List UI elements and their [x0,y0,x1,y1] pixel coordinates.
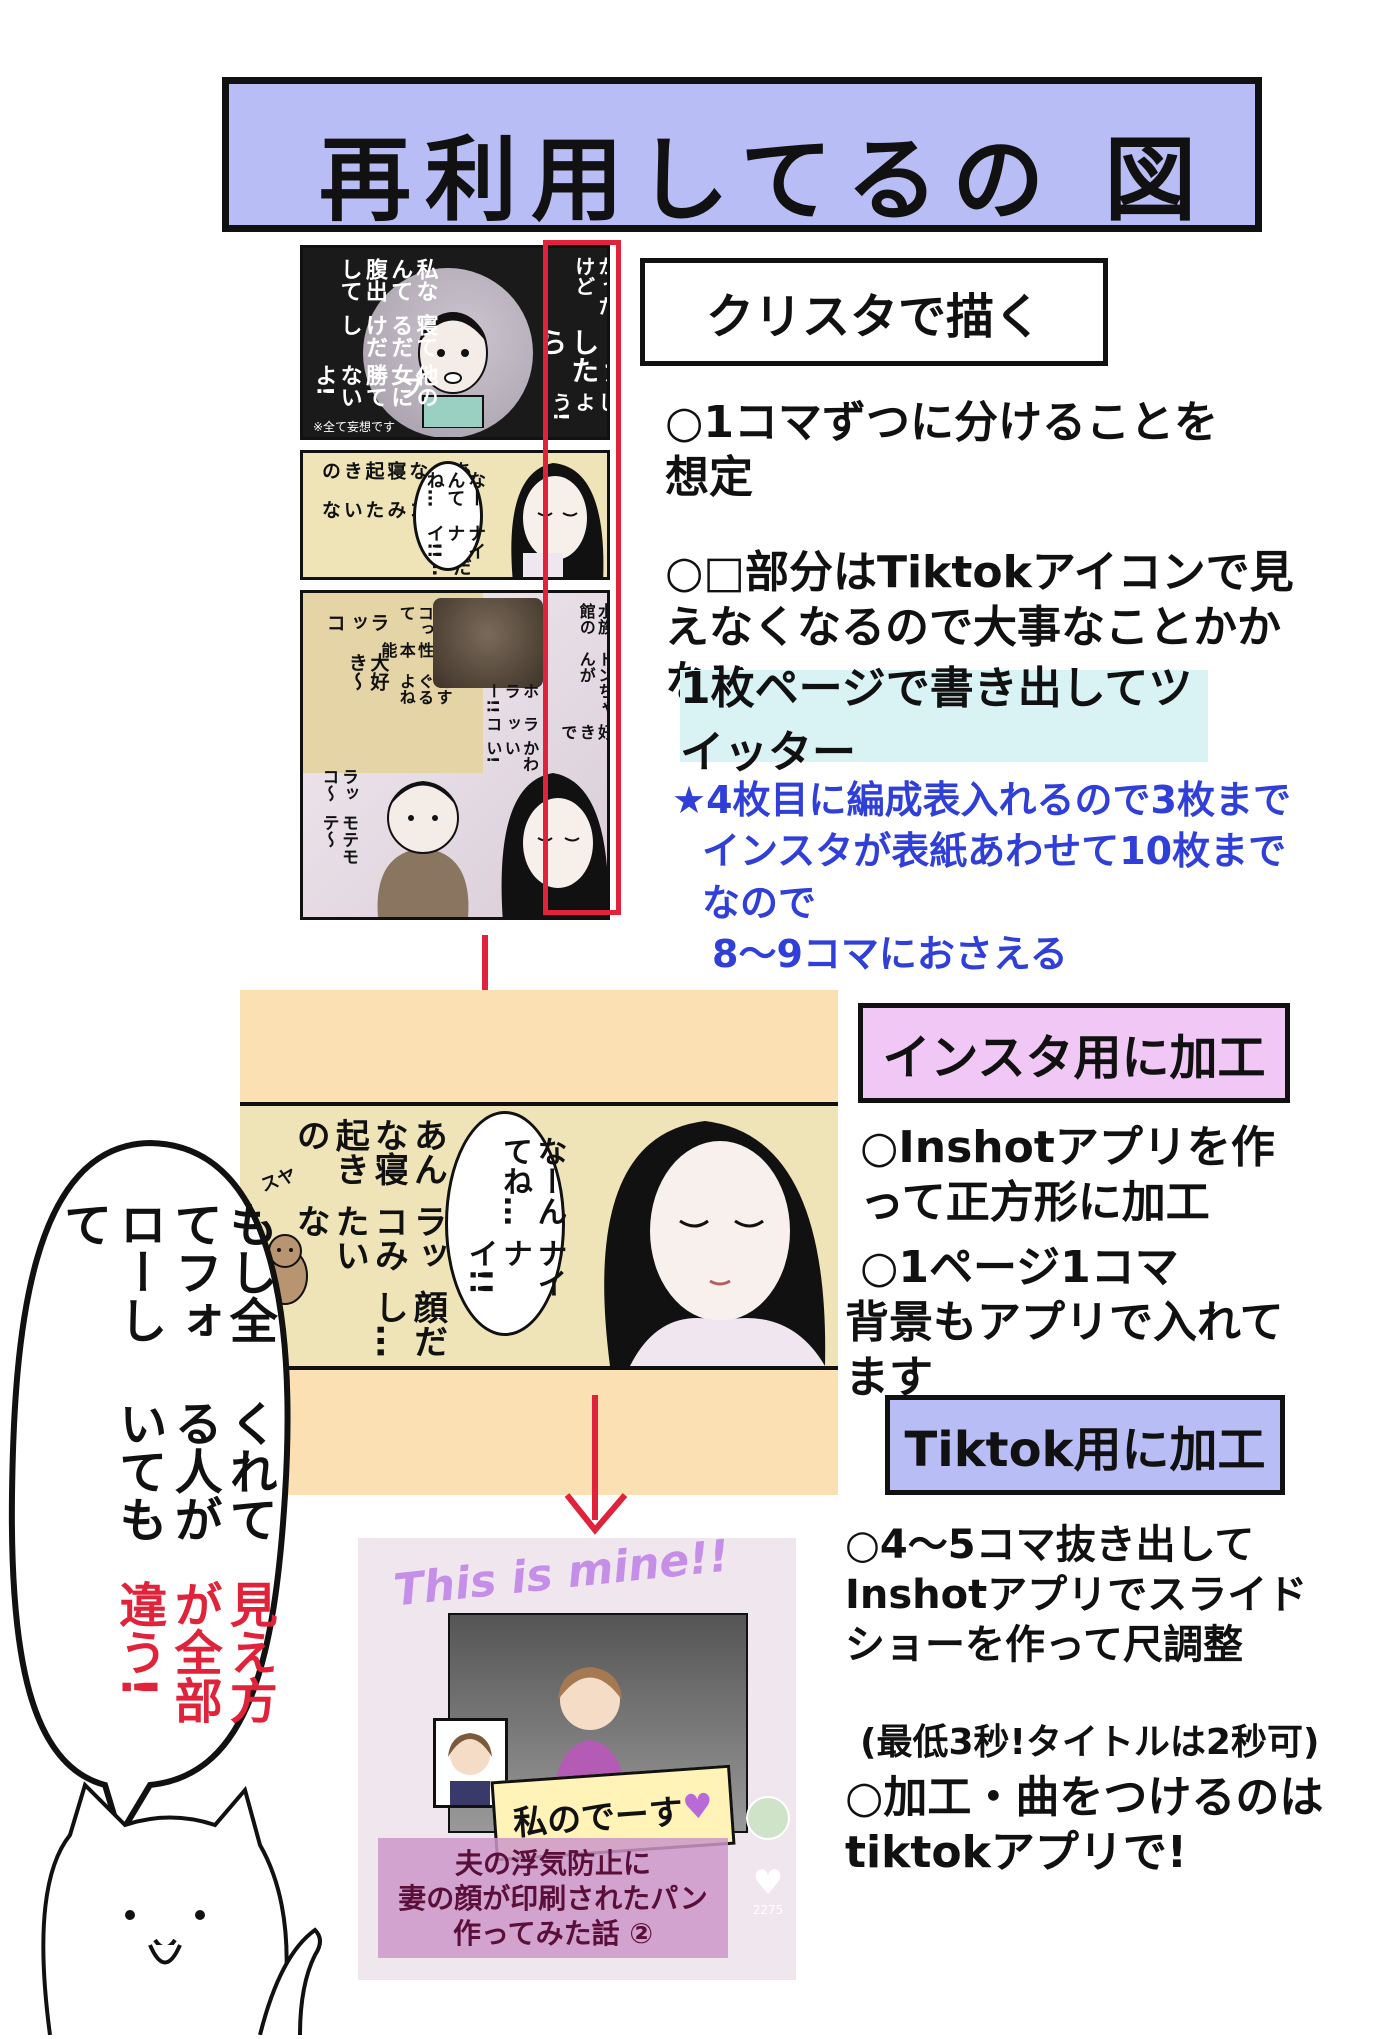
speech-line-1: もし全てフォローして [55,1200,276,1389]
speech-line-3: 見え方が全部違う! [55,1580,276,1740]
p1-text-b: 寝てるだけだし [311,314,437,362]
big-text-b: ラッコみたいな [290,1204,446,1284]
twitter-export-label: 1枚ページで書き出してツイッター [680,670,1208,762]
sea-otter-photo [433,598,543,688]
clip-studio-bullet-1: ○1コマずつに分けることを想定 [665,395,1225,505]
insta-label: インスタ用に加工 [858,1003,1290,1103]
insta-square-preview: スヤ あんな寝起きの ラッコみたいな 顔だし… なーんてね… ナイナイ!! [240,990,838,1495]
tiktok-like-icon[interactable]: ♥ [748,1863,788,1903]
insta-bullet-1: ○Inshotアプリを作って正方形に加工 [860,1120,1310,1230]
character-woman-closed-eyes [570,1106,838,1366]
tiktok-avatar[interactable] [746,1796,790,1840]
title-banner: 再利用してるの 図 [222,77,1262,232]
note-line-3: 8〜9コマにおさえる [672,929,1312,980]
insta-bullet-1-text: ○Inshotアプリを作って正方形に加工 [860,1122,1275,1228]
p2-text-e: ナイナイ!! [423,524,485,566]
twitter-export-label-text: 1枚ページで書き出してツイッター [680,652,1208,780]
tiktok-caption: 夫の浮気防止に 妻の顔が印刷されたパン 作ってみた話 ② [378,1838,728,1958]
clip-studio-label-text: クリスタで描く [706,277,1042,347]
speech-line-2: くれてる人がいても [55,1399,276,1569]
tiktok-icon-area-highlight [543,240,621,915]
tiktok-bullet-1: ○4〜5コマ抜き出してInshotアプリでスライドショーを作って尺調整 [845,1520,1325,1670]
character-man-with-otter [363,763,483,918]
tiktok-caption-line-1: 夫の浮気防止に [455,1846,651,1881]
p1-sound-effect: ブ [398,368,424,405]
note-line-2: インスタが表紙あわせて10枚までなので [672,826,1312,929]
big-panel-text-left: あんな寝起きの ラッコみたいな 顔だし… [290,1118,446,1358]
insta-bullet-3-text: 背景もアプリで入れてます [845,1297,1284,1403]
note-line-1: ★4枚目に編成表入れるので3枚まで [672,775,1312,826]
insta-manga-panel: スヤ あんな寝起きの ラッコみたいな 顔だし… なーんてね… ナイナイ!! [240,1102,838,1370]
tiktok-bullet-3: ○加工・曲をつけるのはtiktokアプリで! [845,1770,1325,1880]
tiktok-caption-line-2: 妻の顔が印刷されたパン [398,1881,707,1916]
tiktok-bullet-3-text: ○加工・曲をつけるのはtiktokアプリで! [845,1772,1323,1878]
big-text-e: ナイナイ!! [462,1238,566,1316]
tiktok-label-text: Tiktok用に加工 [905,1410,1266,1480]
big-text-d: なーんてね… [462,1136,566,1232]
panel-3-text-e: ラッコ〜 モテモテ〜 [318,768,357,868]
p2-text-d: なーんてね… [423,471,485,522]
tiktok-screen-preview: This is mine!! 私のでーす ♥ 夫の浮気防止に 妻の顔が印刷されたパ… [358,1538,796,1980]
p1-text-a: 私なんて腹出して [311,258,437,312]
big-text-a: あんな寝起きの [290,1118,446,1198]
panel-2-text-mid: なーんてね… ナイナイ!! [423,471,485,566]
clip-studio-bullet-1-text: ○1コマずつに分けることを想定 [665,397,1218,503]
speech-text: もし全てフォローして くれてる人がいても 見え方が全部違う! [55,1200,276,1740]
tiktok-bullet-2: (最低3秒!タイトルは2秒可) [860,1720,1340,1765]
p3-text-i: ホラー!! [483,683,538,714]
big-text-c: 顔だし… [290,1290,446,1358]
tiktok-top-text: This is mine!! [391,1538,731,1616]
clip-studio-label: クリスタで描く [640,258,1108,366]
tiktok-like-count: 2275 [743,1903,793,1917]
tiktok-caption-line-3: 作ってみた話 ② [453,1916,653,1951]
tiktok-speech-text: 私のでーす [511,1784,684,1845]
p3-text-j: ラッコ [483,716,538,738]
insta-bullet-2: ○1ページ1コマ [860,1240,1310,1295]
arrow-down-icon-2 [555,1395,635,1535]
page-title: 再利用してるの 図 [319,106,1210,239]
cat-character [30,1765,330,2035]
insta-bullet-3: 背景もアプリで入れてます [845,1295,1325,1405]
tiktok-bullet-1-text: ○4〜5コマ抜き出してInshotアプリでスライドショーを作って尺調整 [845,1522,1307,1668]
p1-disclaimer: ※全て妄想です [313,418,395,435]
manga-page-small: 私なんて腹出して 寝てるだけだし 他の女に勝てないよ! 考えたことなかったけど … [300,245,620,925]
tiktok-bullet-2-text: (最低3秒!タイトルは2秒可) [860,1722,1319,1763]
p3-text-l: ラッコ〜 [318,768,357,812]
panel-limit-note: ★4枚目に編成表入れるので3枚まで インスタが表紙あわせて10枚までなので 8〜… [672,775,1312,980]
insta-label-text: インスタ用に加工 [882,1018,1265,1088]
insta-bullet-2-text: ○1ページ1コマ [860,1242,1179,1293]
big-panel-text-mid: なーんてね… ナイナイ!! [462,1136,566,1316]
p3-text-m: モテモテ〜 [318,814,357,868]
tiktok-label: Tiktok用に加工 [885,1395,1285,1495]
